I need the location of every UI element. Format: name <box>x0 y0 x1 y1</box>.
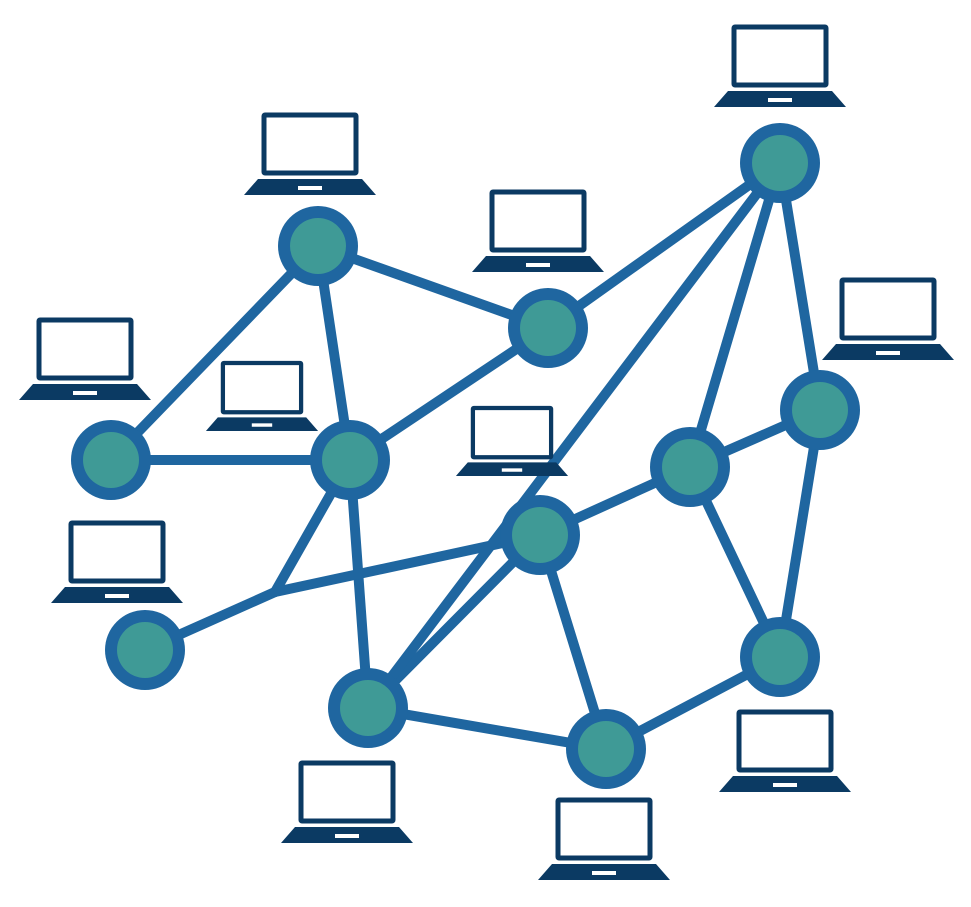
laptop-icon <box>281 760 413 843</box>
laptop-icon <box>244 112 376 195</box>
network-node-icon <box>650 427 730 507</box>
network-link <box>685 158 785 472</box>
network-link <box>775 405 825 662</box>
network-node-icon <box>740 123 820 203</box>
network-link <box>363 703 611 754</box>
network-node-icon <box>278 206 358 286</box>
network-link <box>313 241 553 333</box>
laptop-icon <box>719 709 851 792</box>
laptop-icon <box>472 189 604 272</box>
network-link <box>363 158 785 713</box>
laptop-icon <box>455 405 569 476</box>
laptop-icon <box>51 520 183 603</box>
network-node-icon <box>780 370 860 450</box>
network-link <box>543 158 785 333</box>
network-node-icon <box>508 288 588 368</box>
laptop-group <box>19 24 954 880</box>
laptop-icon <box>822 277 954 360</box>
network-link <box>775 158 825 415</box>
network-link <box>345 455 373 713</box>
network-node-icon <box>105 610 185 690</box>
network-link <box>106 241 323 465</box>
network-nodes <box>71 123 860 789</box>
network-node-icon <box>71 420 151 500</box>
laptop-icon <box>714 24 846 107</box>
network-node-icon <box>310 420 390 500</box>
network-link <box>270 530 545 597</box>
laptop-icon <box>538 797 670 880</box>
network-link <box>363 530 545 713</box>
laptop-icon <box>205 360 319 431</box>
network-node-icon <box>740 617 820 697</box>
network-node-icon <box>566 709 646 789</box>
network-node-icon <box>500 495 580 575</box>
laptop-icon <box>19 317 151 400</box>
network-node-icon <box>328 668 408 748</box>
